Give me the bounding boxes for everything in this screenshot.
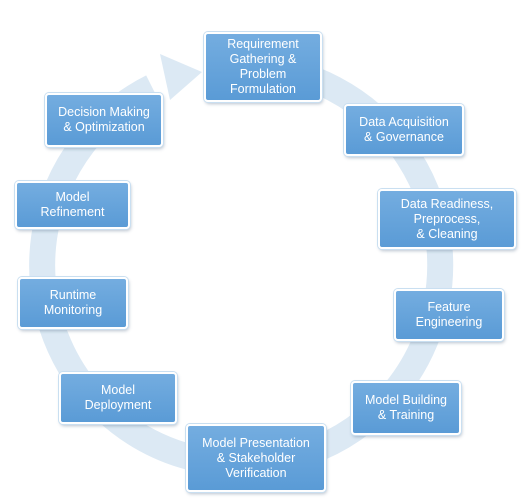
stage-model-refinement: Model Refinement	[15, 181, 130, 229]
stage-requirement-gathering: Requirement Gathering & Problem Formulat…	[204, 32, 322, 102]
stage-decision-making: Decision Making & Optimization	[45, 93, 163, 147]
stage-model-building: Model Building & Training	[351, 381, 461, 435]
stage-model-presentation: Model Presentation & Stakeholder Verific…	[186, 424, 326, 492]
stage-data-readiness: Data Readiness, Preprocess, & Cleaning	[378, 189, 516, 249]
cycle-arrow-head	[160, 54, 202, 100]
stage-data-acquisition: Data Acquisition & Governance	[344, 104, 464, 156]
stage-runtime-monitoring: Runtime Monitoring	[18, 277, 128, 329]
stage-feature-engineering: Feature Engineering	[394, 289, 504, 341]
stage-model-deployment: Model Deployment	[59, 372, 177, 424]
